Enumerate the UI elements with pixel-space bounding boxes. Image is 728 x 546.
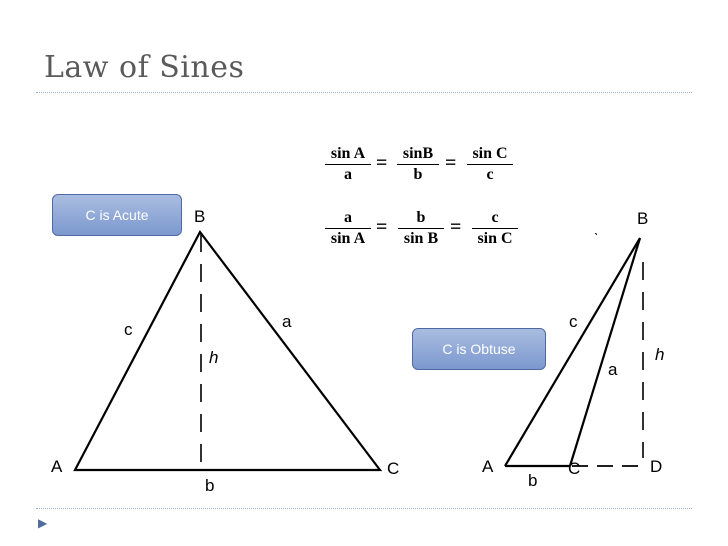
acute-height-label: h [209, 348, 219, 367]
fraction-b-over-sinB: b sin B [398, 210, 444, 247]
acute-vertex-b-label: B [194, 207, 206, 226]
fraction-a-over-sinA: a sin A [325, 210, 371, 247]
footer-divider [36, 508, 692, 509]
fraction-denominator: b [413, 166, 423, 183]
obtuse-height-label: h [655, 345, 665, 364]
obtuse-case-badge: C is Obtuse [412, 328, 546, 370]
acute-triangle-outline [73, 229, 383, 472]
fraction-denominator: sin B [403, 230, 439, 247]
triangle-bullet-icon: ▶ [38, 516, 48, 530]
acute-side-c-label: c [124, 320, 133, 339]
acute-case-badge: C is Acute [52, 194, 182, 236]
fraction-numerator: c [472, 210, 518, 229]
fraction-numerator: b [398, 210, 444, 229]
obtuse-side-a [568, 237, 642, 467]
obtuse-vertex-d-label: D [650, 457, 663, 476]
fraction-denominator: sin C [477, 230, 513, 247]
fraction-numerator: sin C [467, 146, 513, 165]
fraction-numerator: sin A [325, 146, 371, 165]
stray-mark: ˎ [594, 219, 599, 235]
slide-title: Law of Sines [44, 50, 245, 85]
title-divider [36, 92, 692, 93]
fraction-denominator: c [486, 166, 494, 183]
acute-vertex-a-label: A [51, 457, 63, 476]
fraction-sinA-over-a: sin A a [325, 146, 371, 183]
equals-sign: = [376, 216, 388, 238]
obtuse-side-a-label: a [608, 360, 618, 379]
obtuse-vertex-c-label: C [568, 459, 581, 478]
fraction-sinB-over-b: sinB b [397, 146, 439, 183]
acute-side-a-label: a [282, 312, 292, 331]
obtuse-side-c [504, 237, 641, 467]
acute-vertex-c-label: C [387, 459, 400, 478]
obtuse-vertex-b-label: B [637, 209, 649, 228]
obtuse-side-b-label: b [528, 471, 538, 490]
equals-sign: = [445, 152, 457, 174]
obtuse-triangle [504, 237, 644, 468]
equals-sign: = [376, 152, 388, 174]
fraction-denominator: sin A [330, 230, 366, 247]
fraction-numerator: a [325, 210, 371, 229]
fraction-numerator: sinB [397, 146, 439, 165]
acute-side-b-label: b [205, 476, 215, 495]
fraction-c-over-sinC: c sin C [472, 210, 518, 247]
fraction-sinC-over-c: sin C c [467, 146, 513, 183]
fraction-denominator: a [344, 166, 352, 183]
obtuse-vertex-a-label: A [482, 457, 494, 476]
equals-sign: = [450, 216, 462, 238]
obtuse-side-c-label: c [569, 312, 578, 331]
acute-triangle [73, 229, 383, 472]
